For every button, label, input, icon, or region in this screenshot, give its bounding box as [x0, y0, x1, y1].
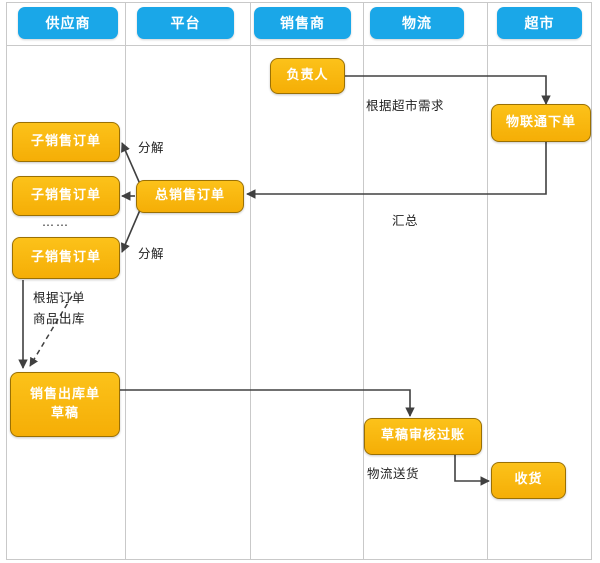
- node-sub-order-1-label: 子销售订单: [30, 133, 101, 149]
- label-per-order: 根据订单: [33, 290, 86, 305]
- lane-header-platform-label: 平台: [170, 16, 201, 32]
- node-sub-order-2-label: 子销售订单: [30, 187, 101, 203]
- lane-divider-4: [487, 2, 488, 560]
- lane-header-reseller-label: 销售商: [280, 16, 325, 32]
- lane-header-logistics-label: 物流: [402, 16, 432, 32]
- label-aggregate: 汇总: [392, 213, 419, 228]
- label-decompose-top: 分解: [138, 140, 165, 155]
- label-decompose-bottom: 分解: [138, 246, 165, 261]
- lane-divider-3: [363, 2, 364, 560]
- lane-divider-1: [125, 2, 126, 560]
- node-iot-order-label: 物联通下单: [505, 114, 576, 130]
- node-receive-goods-label: 收货: [514, 472, 543, 488]
- label-logistics-delivery: 物流送货: [367, 466, 420, 481]
- node-draft-posted[interactable]: 草稿审核过账: [364, 418, 482, 455]
- node-outbound-draft-label-1: 销售出库单: [29, 386, 100, 402]
- lane-header-supplier-label: 供应商: [45, 16, 91, 32]
- lane-header-market[interactable]: 超市: [497, 7, 582, 39]
- node-sub-order-3[interactable]: 子销售订单: [12, 237, 120, 279]
- lane-divider-2: [250, 2, 251, 560]
- lane-header-supplier[interactable]: 供应商: [18, 7, 118, 39]
- lane-header-logistics[interactable]: 物流: [370, 7, 464, 39]
- node-outbound-draft[interactable]: 销售出库单 草稿: [10, 372, 120, 437]
- node-draft-posted-label: 草稿审核过账: [380, 428, 465, 444]
- label-goods-outbound: 商品出库: [33, 311, 86, 326]
- node-iot-order[interactable]: 物联通下单: [491, 104, 591, 142]
- node-owner-label: 负责人: [286, 67, 329, 83]
- lane-header-market-label: 超市: [524, 16, 555, 32]
- node-sub-order-3-label: 子销售订单: [30, 249, 101, 265]
- node-sub-order-2[interactable]: 子销售订单: [12, 176, 120, 216]
- label-more-orders: ……: [42, 215, 70, 229]
- node-outbound-draft-label-2: 草稿: [50, 405, 79, 421]
- header-divider-rule: [6, 45, 592, 46]
- node-owner[interactable]: 负责人: [270, 58, 345, 94]
- node-receive-goods[interactable]: 收货: [491, 462, 566, 499]
- node-sub-order-1[interactable]: 子销售订单: [12, 122, 120, 162]
- label-market-demand: 根据超市需求: [366, 98, 445, 113]
- lane-header-platform[interactable]: 平台: [137, 7, 234, 39]
- lane-header-reseller[interactable]: 销售商: [254, 7, 351, 39]
- node-main-order[interactable]: 总销售订单: [136, 180, 244, 213]
- node-main-order-label: 总销售订单: [154, 188, 225, 204]
